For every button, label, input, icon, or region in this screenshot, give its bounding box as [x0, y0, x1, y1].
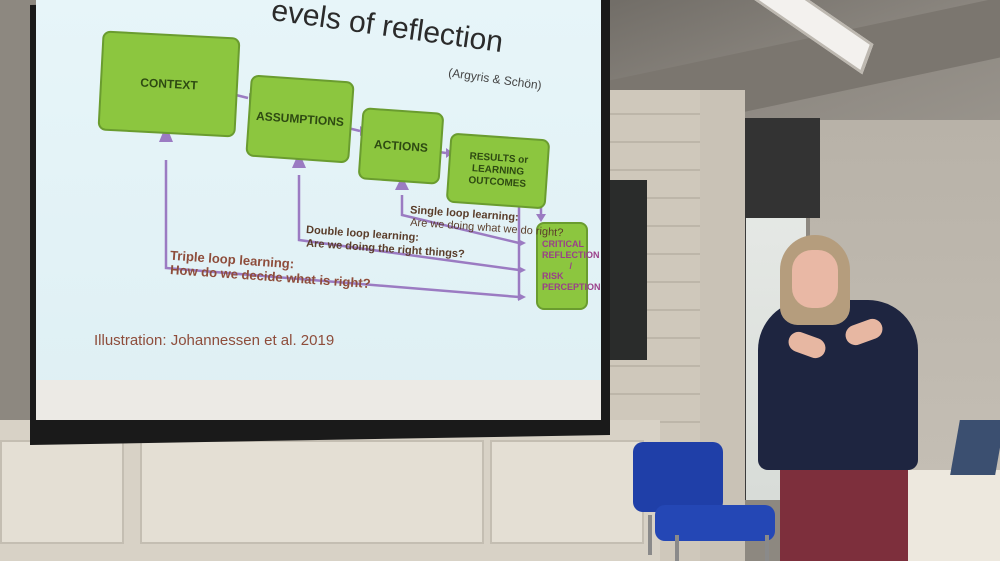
presenter-face	[792, 250, 838, 308]
context-label: CONTEXT	[140, 75, 199, 93]
chair-backrest	[633, 442, 723, 512]
wall-panel	[490, 440, 644, 544]
window-blind	[745, 118, 820, 218]
presenter-sweater	[758, 300, 918, 470]
projected-slide: evels of reflection (Argyris & Schön)	[36, 0, 601, 395]
wall-panel	[0, 440, 124, 544]
desk	[900, 470, 1000, 561]
critical-label-1: CRITICAL	[542, 239, 584, 249]
actions-label: ACTIONS	[373, 136, 429, 155]
critical-reflection-box: CRITICAL REFLECTION / RISK PERCEPTION	[536, 222, 601, 310]
context-box: CONTEXT	[97, 30, 241, 138]
chair-leg	[648, 515, 652, 555]
presenter-trousers	[780, 460, 908, 561]
results-label-2: LEARNING OUTCOMES	[467, 163, 527, 190]
results-box: RESULTS or LEARNING OUTCOMES	[445, 132, 551, 210]
critical-label-4: PERCEPTION	[542, 282, 601, 293]
critical-label-3: RISK	[542, 271, 564, 282]
chair-seat	[655, 505, 775, 541]
laptop	[950, 420, 1000, 475]
assumptions-label: ASSUMPTIONS	[255, 108, 345, 129]
chair-leg	[675, 535, 679, 561]
assumptions-box: ASSUMPTIONS	[245, 74, 355, 164]
chair-leg	[765, 535, 769, 561]
actions-box: ACTIONS	[357, 107, 445, 185]
wall-panel	[140, 440, 484, 544]
illustration-credit: Illustration: Johannessen et al. 2019	[94, 332, 335, 349]
critical-label-2: REFLECTION /	[542, 249, 600, 271]
screen-bottom-edge	[36, 380, 601, 420]
